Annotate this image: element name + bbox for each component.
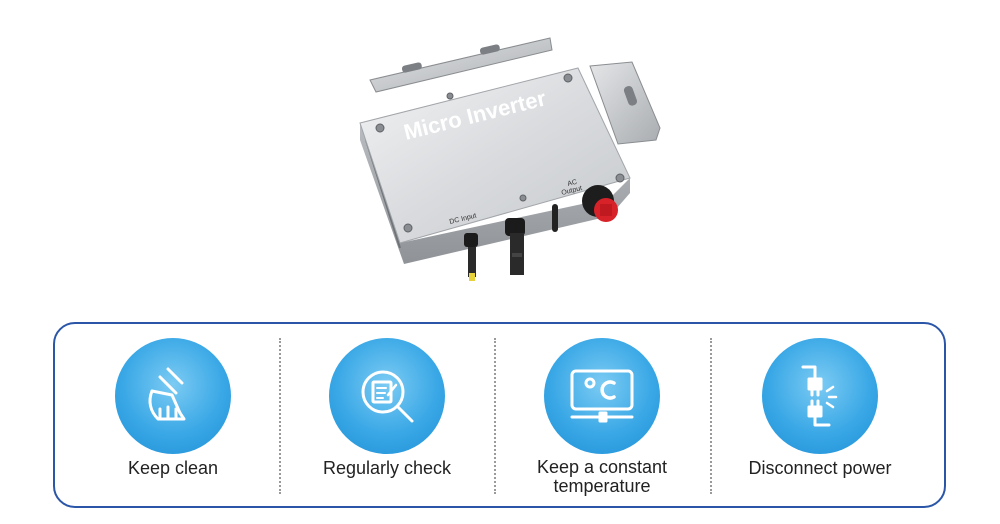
unplug-icon (762, 338, 878, 454)
divider-3 (710, 338, 712, 494)
tip-label: Keep a constant temperature (494, 458, 710, 496)
tip-label-line1: Keep a constant (536, 457, 668, 477)
tip-constant-temperature: Keep a constant temperature (494, 338, 710, 498)
tip-label-line2: temperature (553, 476, 651, 496)
dc-connector-negative (505, 218, 525, 275)
antenna (552, 204, 558, 232)
magnifier-document-icon (329, 338, 445, 454)
ac-label: AC (567, 179, 578, 188)
tip-keep-clean: Keep clean (65, 338, 281, 498)
broom-icon (115, 338, 231, 454)
tip-label: Regularly check (322, 458, 452, 478)
tip-label: Disconnect power (748, 458, 892, 478)
tip-regularly-check: Regularly check (279, 338, 495, 498)
micro-inverter-image: Micro Inverter DC Input AC Output (340, 28, 670, 290)
tip-disconnect-power: Disconnect power (712, 338, 928, 498)
divider-2 (494, 338, 496, 494)
ac-connector (582, 185, 618, 222)
ac-output-label: Output (561, 185, 583, 197)
dc-connector-positive (464, 233, 478, 281)
tip-label: Keep clean (127, 458, 219, 478)
divider-1 (279, 338, 281, 494)
thermometer-celsius-icon (544, 338, 660, 454)
